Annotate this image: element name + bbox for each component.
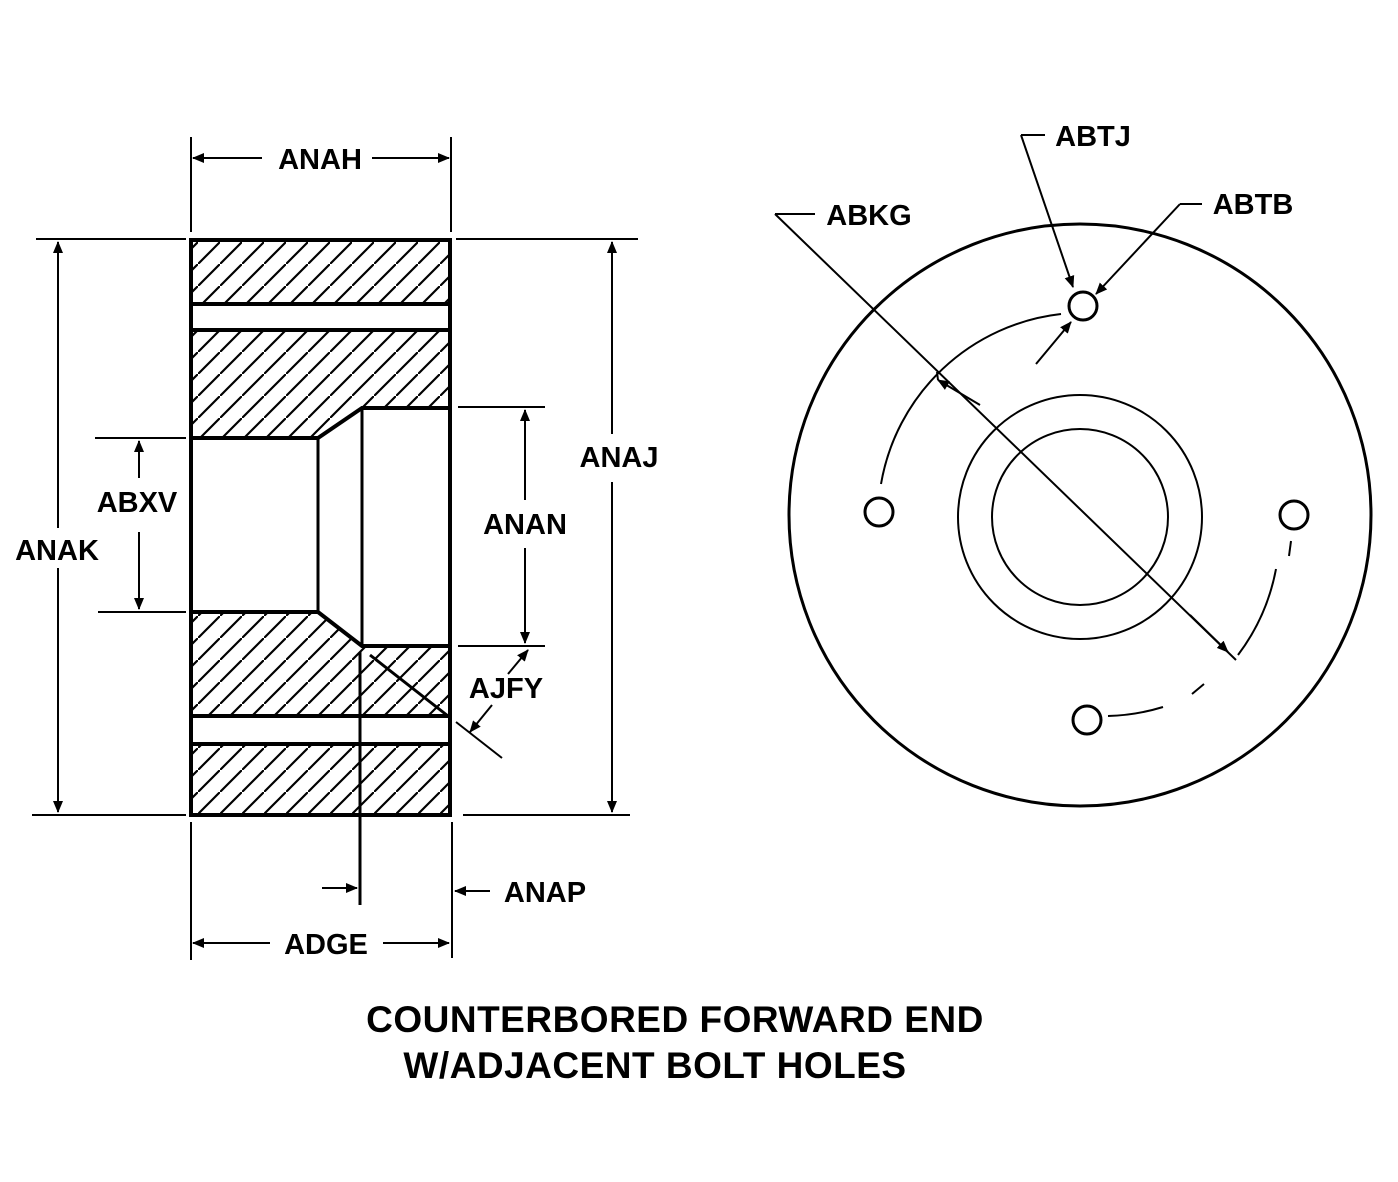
- chamfer-line: [369, 653, 449, 718]
- section-view: [189, 238, 452, 905]
- dimension-anap: ANAP: [322, 822, 586, 958]
- bore-profile: [191, 406, 450, 648]
- abkg-arrow-lower: [1189, 614, 1229, 653]
- section-outline: [189, 238, 452, 817]
- dimension-ajfy: AJFY: [455, 649, 543, 759]
- label-abkg: ABKG: [826, 200, 911, 232]
- dimension-anan: ANAN: [458, 406, 567, 647]
- label-anan: ANAN: [483, 509, 567, 541]
- hatch-top-band: [191, 240, 450, 304]
- label-adge: ADGE: [284, 929, 368, 961]
- bolt-circle-arc-upper: [880, 313, 1062, 485]
- dimension-abxv: ABXV: [95, 437, 186, 613]
- dimension-anak: ANAK: [15, 238, 186, 816]
- bore-circle: [991, 428, 1169, 606]
- counterbore-circle: [957, 394, 1203, 640]
- label-anap: ANAP: [504, 877, 586, 909]
- hatch-lower-body: [191, 612, 450, 716]
- bolt-hole-right: [1278, 499, 1310, 531]
- outer-flange-circle: [787, 222, 1373, 808]
- label-anah: ANAH: [278, 144, 362, 176]
- label-abxv: ABXV: [97, 487, 178, 519]
- bolt-hole-top: [1067, 290, 1099, 322]
- dimension-adge: ADGE: [190, 822, 450, 961]
- hatch-upper-body: [191, 330, 450, 438]
- dimension-abtj: ABTJ: [1020, 121, 1131, 288]
- label-anaj: ANAJ: [580, 442, 659, 474]
- label-ajfy: AJFY: [469, 673, 543, 705]
- bolt-circle-tick-lower: [1191, 683, 1205, 695]
- dimension-anaj: ANAJ: [456, 238, 659, 816]
- abkg-diameter-line: [774, 213, 1237, 661]
- hatch-bottom-band: [191, 744, 450, 815]
- caption-line-2: W/ADJACENT BOLT HOLES: [403, 1045, 906, 1086]
- label-abtb: ABTB: [1213, 189, 1294, 221]
- bolt-circle-tick-left: [936, 371, 939, 381]
- abkg-arrow-upper: [937, 379, 981, 406]
- dimension-anah: ANAH: [190, 137, 452, 232]
- label-anak: ANAK: [15, 535, 99, 567]
- bolt-hole-left: [863, 496, 895, 528]
- dimension-abtb: ABTB: [1035, 189, 1294, 365]
- label-abtj: ABTJ: [1055, 121, 1131, 153]
- front-view: ABKG: [774, 200, 1373, 808]
- bolt-hole-bottom: [1071, 704, 1103, 736]
- bolt-circle-tick-right: [1288, 540, 1292, 557]
- bolt-circle-arc-lower-right: [1237, 568, 1277, 656]
- bolt-circle-arc-lower: [1107, 706, 1164, 717]
- caption-line-1: COUNTERBORED FORWARD END: [366, 999, 984, 1040]
